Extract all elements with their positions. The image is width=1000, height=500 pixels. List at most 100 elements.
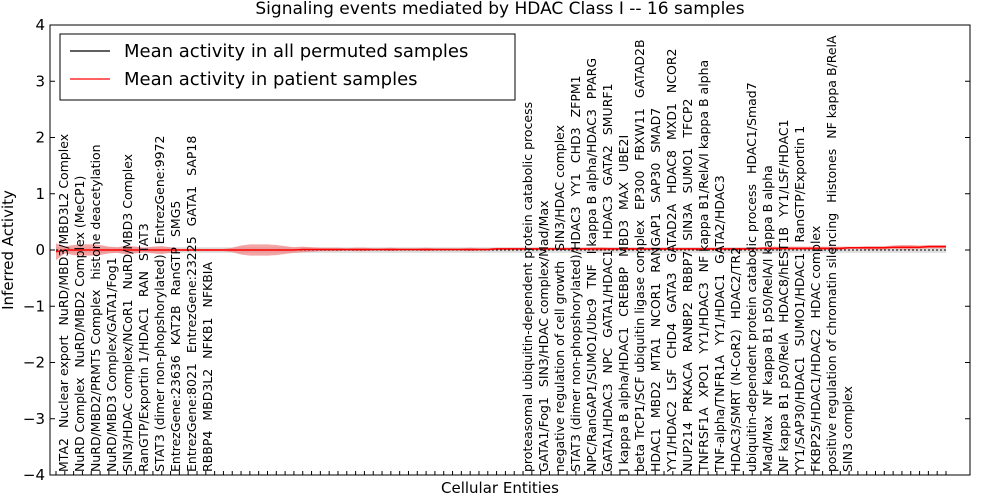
- patient-mean-line: [55, 245, 946, 253]
- x-axis-labels: MTA2 Nuclear export NuRD/MBD3/MBD3L2 Compl…: [55, 35, 947, 475]
- y-axis-label: Inferred Activity: [0, 190, 17, 310]
- x-tick-label: PRKACA: [680, 362, 695, 412]
- plot-frame: [49, 24, 971, 476]
- x-tick-label: MXD1: [664, 103, 679, 140]
- x-tick-label: I kappa B alpha/HDAC3: [584, 109, 599, 254]
- x-tick-label: SMURF1: [600, 83, 615, 135]
- x-tick-label: SIN3/HDAC complex/NCoR1: [120, 299, 135, 472]
- x-tick-label: EntrezGene:23225: [184, 236, 199, 353]
- x-tick-label: NPC: [600, 348, 615, 374]
- y-tick-label: 3: [35, 72, 45, 90]
- x-tick-label: RANBP2: [680, 302, 695, 352]
- x-tick-label: positive regulation of chromatin silenci…: [824, 213, 839, 472]
- x-tick-label: NF kappa B/RelA: [824, 35, 839, 139]
- y-tick-label: −1: [23, 297, 45, 315]
- legend-label-patient: Mean activity in patient samples: [124, 69, 418, 90]
- x-tick-label: FKBP25/HDAC1/HDAC2: [808, 329, 823, 472]
- x-tick-label: SUMO1: [680, 148, 695, 194]
- x-tick-label: HDAC3/SMRT (N-CoR2): [728, 329, 743, 472]
- x-tick-label: GATA1: [184, 186, 199, 226]
- x-tick-label: HDAC8: [664, 150, 679, 194]
- x-tick-label: NFKBIA: [200, 262, 215, 308]
- x-tick-label: MBD3: [616, 220, 631, 257]
- x-tick-label: EP300: [632, 171, 647, 210]
- y-tick-label: 1: [35, 185, 45, 203]
- x-tick-label: PPARG: [584, 58, 599, 99]
- x-tick-label: MBD2: [648, 381, 663, 418]
- x-tick-label: NuRD/MBD2 Complex (MeCP1): [72, 176, 87, 368]
- x-tick-label: XPO1: [696, 364, 711, 398]
- x-tick-label: RAN: [136, 271, 151, 297]
- x-tick-label: YY1/HDAC1: [712, 274, 727, 346]
- legend: Mean activity in all permuted samples Me…: [59, 33, 516, 101]
- y-tick-label: −2: [23, 354, 45, 372]
- y-tick-label: 4: [35, 16, 45, 34]
- x-tick-label: UBE2I: [616, 135, 631, 172]
- chart-title: Signaling events mediated by HDAC Class …: [255, 0, 744, 19]
- y-tick-label: 0: [35, 241, 45, 259]
- x-axis-label: Cellular Entities: [441, 479, 559, 497]
- x-tick-label: LSF: [664, 369, 679, 391]
- x-tick-label: EntrezGene:8021: [184, 363, 199, 472]
- x-tick-label: NuRD Complex: [72, 378, 87, 472]
- x-tick-label: STAT3 (dimer non-phopshorylated)/HDAC3: [568, 206, 583, 472]
- x-tick-label: SIN3 complex: [840, 386, 855, 472]
- x-tick-label: CHD4: [664, 323, 679, 359]
- x-tick-label: HDAC2/TR2: [728, 247, 743, 319]
- x-tick-label: NuRD/MBD3/MBD3L2 Complex: [56, 134, 71, 326]
- x-tick-label: FBXW11: [632, 108, 647, 161]
- x-tick-label: SMAD7: [648, 108, 663, 153]
- y-tick-label: 2: [35, 129, 45, 147]
- x-tick-label: YY1: [568, 173, 583, 197]
- x-tick-label: GATA1/Fog1: [536, 397, 551, 472]
- x-tick-label: MBD3L2: [200, 369, 215, 421]
- x-tick-label: beta TrCP1/SCF ubiquitin ligase complex: [632, 220, 647, 472]
- x-tick-label: CREBBP: [616, 266, 631, 316]
- x-tick-label: NFKB1: [200, 318, 215, 359]
- x-tick-label: NUP214: [680, 422, 695, 472]
- x-tick-label: GATA2/HDAC3: [712, 175, 727, 263]
- x-tick-label: SIN3/HDAC complex/Mad/Max: [536, 200, 551, 387]
- x-tick-label: Nuclear export: [56, 335, 71, 428]
- x-tick-label: HDAC8/hEST1B: [776, 227, 791, 323]
- x-tick-label: GATAD2A: [664, 203, 679, 262]
- x-tick-label: ZFPM1: [568, 75, 583, 117]
- x-tick-label: EntrezGene:9972: [152, 136, 167, 245]
- x-tick-label: HDAC1: [648, 428, 663, 472]
- x-tick-label: RanGTP/Exportin 1/HDAC1: [136, 307, 151, 472]
- plot-area: [55, 243, 946, 261]
- x-tick-label: YY1/HDAC3: [696, 282, 711, 354]
- x-tick-label: NF kappa B1 p50/RelA/I kappa B alpha: [760, 165, 775, 405]
- x-tick-label: SMG5: [168, 201, 183, 237]
- x-tick-label: RBBP7: [680, 251, 695, 292]
- x-tick-label: RBBP4: [200, 431, 215, 472]
- x-tick-label: NuRD/MBD2/PRMT5 Complex: [88, 290, 103, 472]
- x-tick-label: MTA2: [56, 438, 71, 472]
- legend-label-permuted: Mean activity in all permuted samples: [124, 41, 468, 62]
- x-tick-label: CHD3: [568, 127, 583, 163]
- y-tick-label: −3: [23, 410, 45, 428]
- x-tick-label: TNF-alpha/TNFR1A: [712, 355, 727, 473]
- x-tick-label: TFCP2: [680, 99, 695, 139]
- x-tick-label: YY1/LSF/HDAC1: [776, 119, 791, 218]
- x-tick-label: SAP18: [184, 136, 199, 176]
- x-tick-label: YY1/SAP30/HDAC1: [792, 356, 807, 473]
- x-tick-label: TNF: [584, 264, 599, 289]
- x-tick-label: NCOR1: [648, 283, 663, 328]
- x-tick-label: I kappa B alpha/HDAC1: [616, 327, 631, 472]
- x-tick-label: RanGTP: [168, 247, 183, 296]
- x-tick-label: NF kappa B1/RelA/I kappa B alpha: [696, 60, 711, 273]
- x-tick-label: EntrezGene:23636: [168, 355, 183, 472]
- x-tick-label: RanGTP/Exportin 1: [792, 126, 807, 243]
- x-tick-label: TNFRSF1A: [696, 407, 711, 473]
- x-tick-label: RANGAP1: [648, 213, 663, 273]
- x-tick-label: Histones: [824, 149, 839, 203]
- x-tick-label: STAT3: [136, 223, 151, 261]
- x-tick-label: STAT3 (dimer non-phopshorylated): [152, 254, 167, 472]
- legend-box: [59, 33, 516, 101]
- x-tick-label: SUMO1/HDAC1: [792, 253, 807, 347]
- x-tick-label: GATA3: [664, 272, 679, 312]
- x-tick-label: HDAC1/Smad7: [744, 82, 759, 174]
